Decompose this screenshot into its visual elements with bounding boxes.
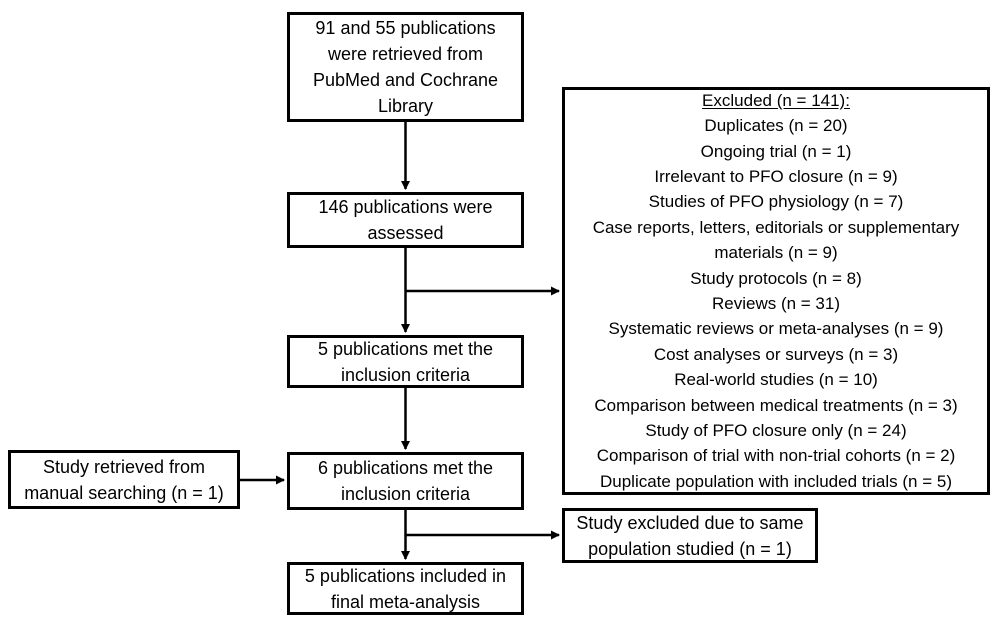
excluded-item: Comparison of trial with non-trial cohor… <box>596 446 956 466</box>
box-text-line: 146 publications were <box>318 197 493 217</box>
box-text-line: inclusion criteria <box>340 364 471 385</box>
excluded-item: Study protocols (n = 8) <box>690 268 862 288</box>
box-text-line: final meta-analysis <box>330 591 481 612</box>
excluded-item: Systematic reviews or meta-analyses (n =… <box>608 319 944 339</box>
excluded-item: Study of PFO closure only (n = 24) <box>645 421 907 441</box>
box-text-line: 5 publications included in <box>304 565 507 586</box>
box-text-line: manual searching (n = 1) <box>24 482 224 503</box>
box-publications-retrieved: 91 and 55 publications were retrieved fr… <box>287 12 524 122</box>
excluded-item: Real-world studies (n = 10) <box>674 370 878 390</box>
box-met-inclusion-5: 5 publications met the inclusion criteri… <box>287 335 524 388</box>
box-text-line: population studied (n = 1) <box>588 538 792 559</box>
box-manual-search: Study retrieved from manual searching (n… <box>8 450 240 509</box>
box-text-line: Library <box>377 96 434 116</box>
box-text-line: 6 publications met the <box>317 458 494 478</box>
box-text-line: 91 and 55 publications <box>315 18 496 38</box>
box-excluded-reasons: Excluded (n = 141): Duplicates (n = 20) … <box>562 87 990 495</box>
box-same-population-excluded: Study excluded due to same population st… <box>562 508 818 563</box>
box-text-line: PubMed and Cochrane <box>312 70 499 90</box>
excluded-item: Case reports, letters, editorials or sup… <box>592 217 960 263</box>
box-text-line: Study excluded due to same <box>576 512 804 533</box>
box-met-inclusion-6: 6 publications met the inclusion criteri… <box>287 452 524 510</box>
box-text-line: were retrieved from <box>327 44 484 64</box>
excluded-title: Excluded (n = 141): <box>702 90 850 110</box>
excluded-item: Cost analyses or surveys (n = 3) <box>653 344 899 364</box>
excluded-item: Duplicates (n = 20) <box>704 116 848 136</box>
excluded-item: Ongoing trial (n = 1) <box>700 141 852 161</box>
box-text-line: 5 publications met the <box>317 338 494 359</box>
box-text-line: inclusion criteria <box>340 484 471 504</box>
excluded-item: Duplicate population with included trial… <box>599 471 952 491</box>
box-text-line: Study retrieved from <box>42 456 206 477</box>
box-text-line: assessed <box>367 223 444 243</box>
excluded-item: Reviews (n = 31) <box>711 294 841 313</box>
excluded-item: Irrelevant to PFO closure (n = 9) <box>654 166 898 186</box>
excluded-item: Studies of PFO physiology (n = 7) <box>648 192 904 212</box>
box-final-meta-analysis: 5 publications included in final meta-an… <box>287 562 524 615</box>
box-publications-assessed: 146 publications were assessed <box>287 192 524 248</box>
excluded-item: Comparison between medical treatments (n… <box>594 395 958 415</box>
